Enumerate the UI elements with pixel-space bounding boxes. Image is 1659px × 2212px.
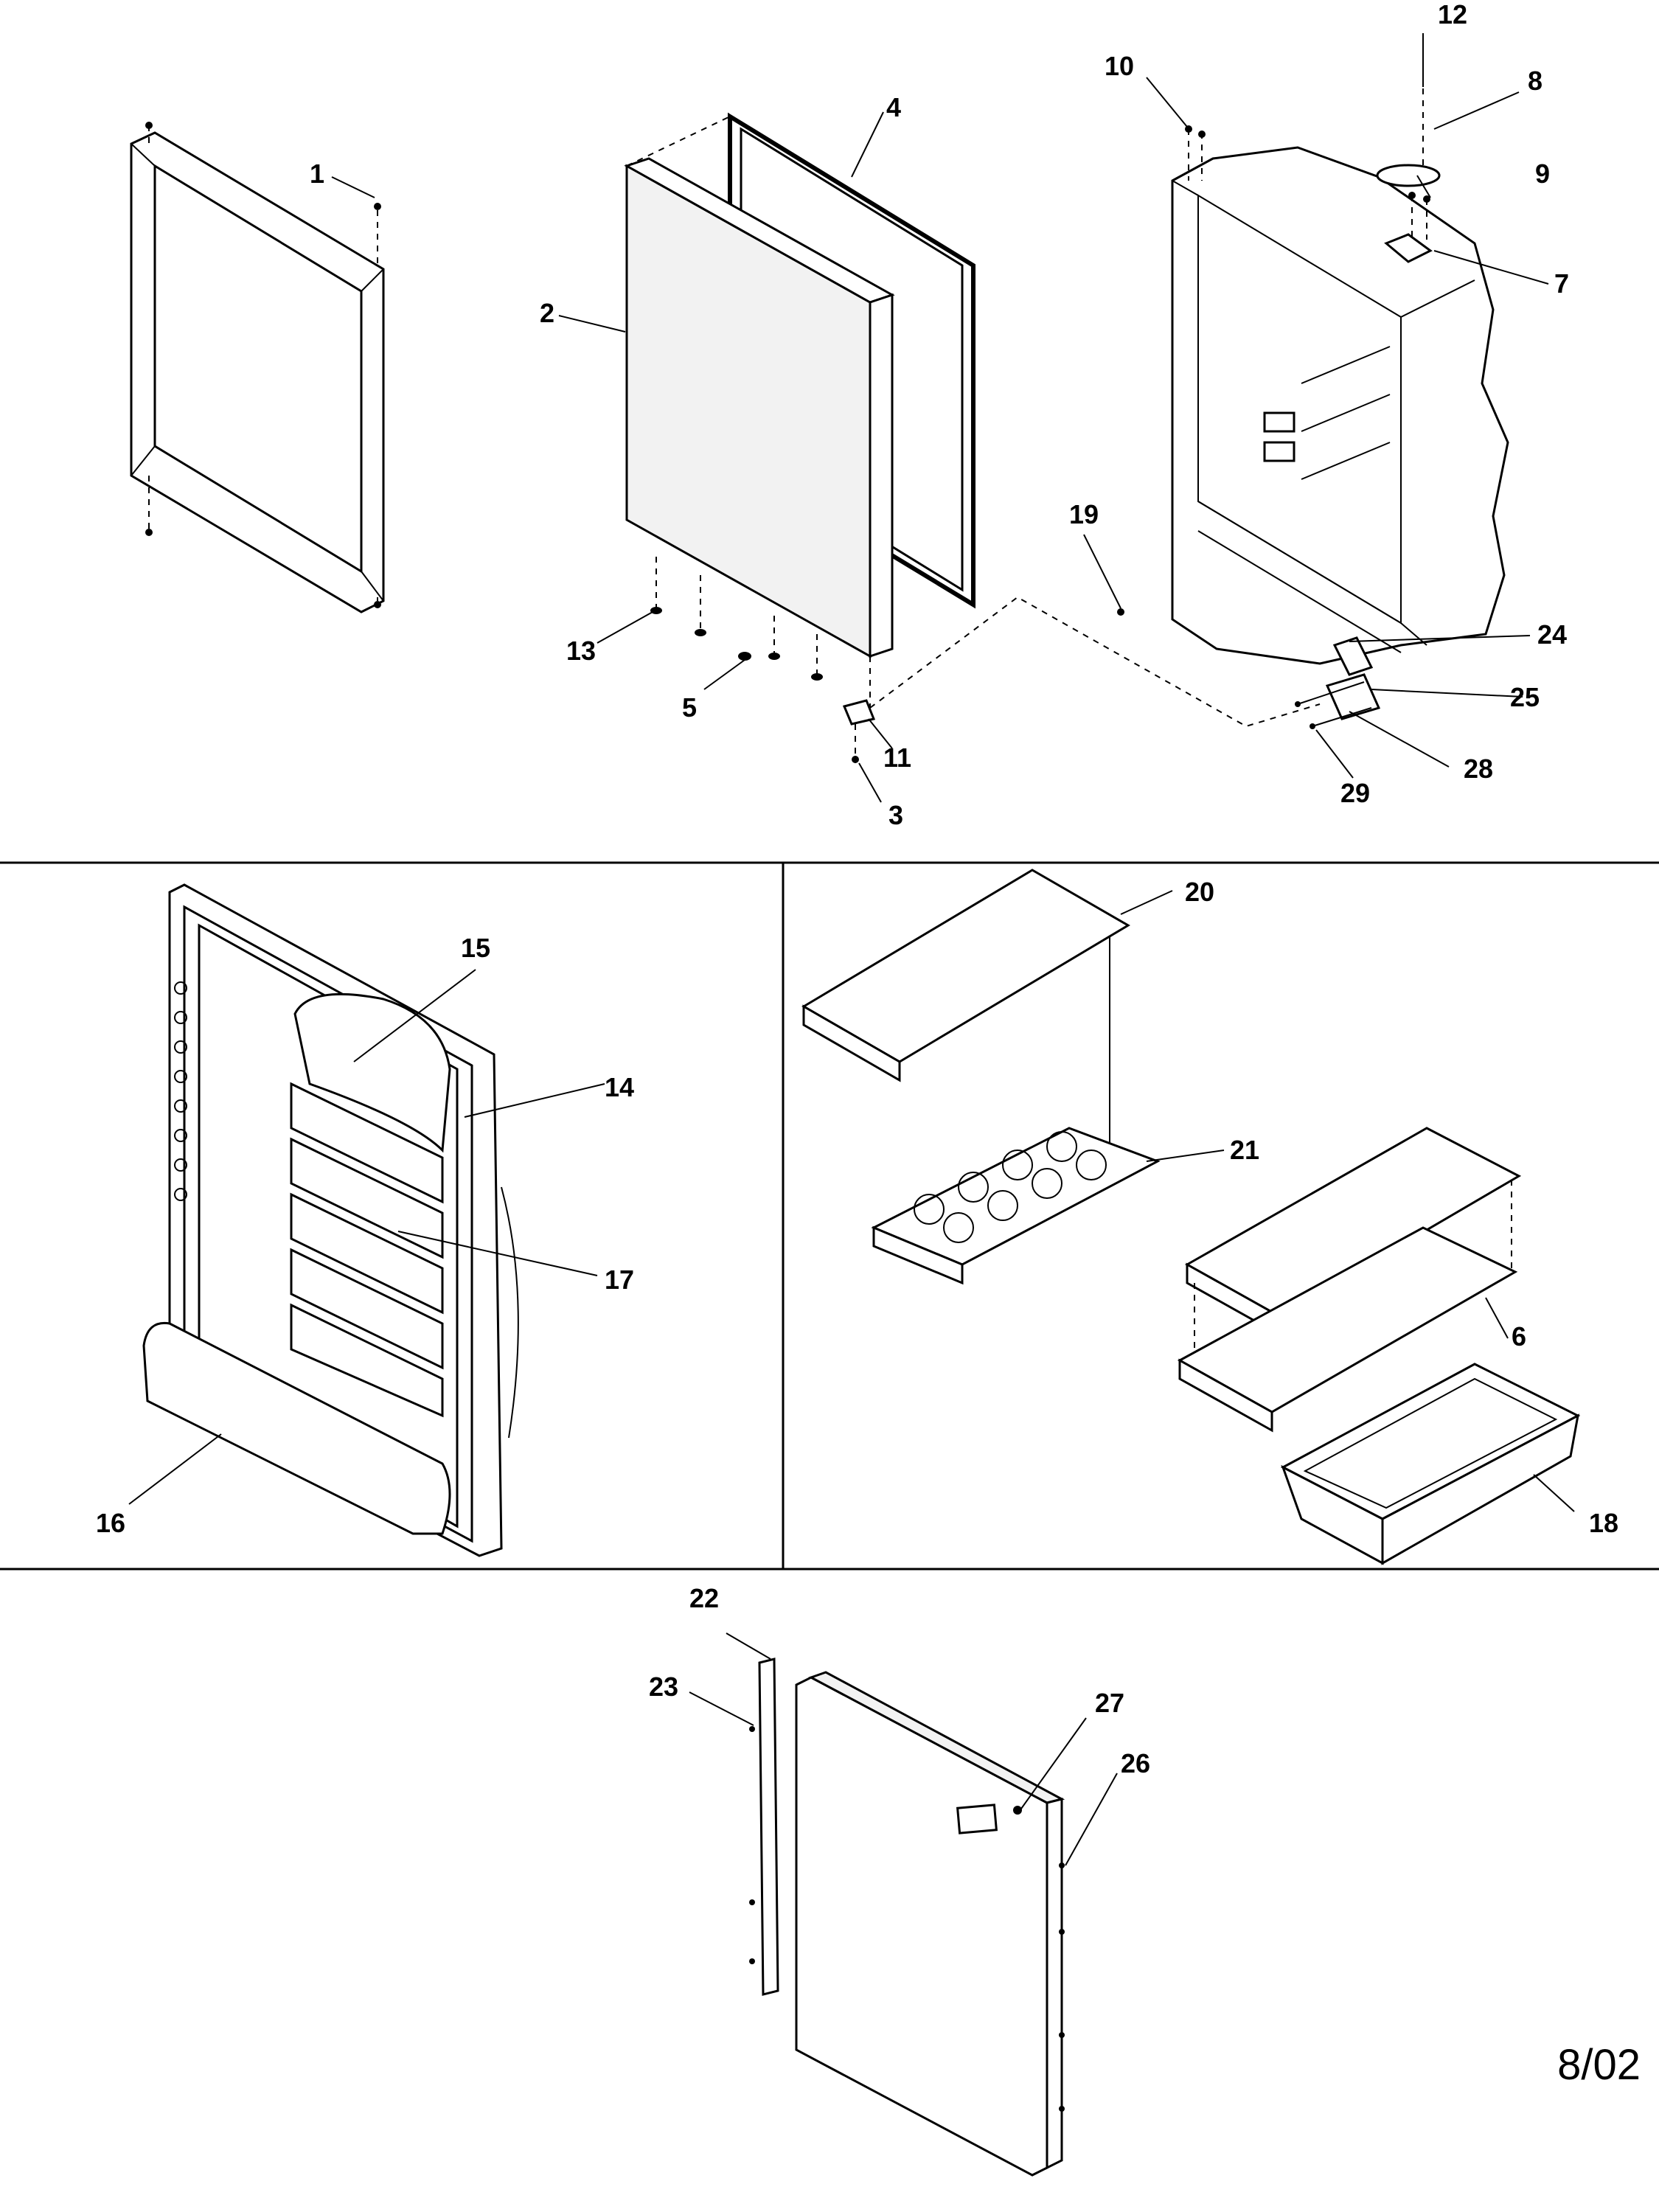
label-23: 23 [649,1672,678,1702]
label-24: 24 [1537,619,1567,650]
label-17: 17 [605,1265,634,1295]
label-9: 9 [1535,159,1550,189]
inner-door-assembly [142,883,519,1557]
label-16: 16 [96,1508,125,1538]
label-1: 1 [310,159,324,189]
label-10: 10 [1105,51,1134,81]
label-2: 2 [540,298,554,328]
label-11: 11 [883,742,911,773]
label-25: 25 [1510,682,1540,712]
label-18: 18 [1589,1508,1618,1538]
label-6: 6 [1512,1321,1526,1352]
label-29: 29 [1340,778,1370,808]
leader-lines [128,33,1575,1866]
outer-door-panel [749,1658,1065,2177]
label-14: 14 [605,1072,634,1102]
door-frame [130,122,385,613]
label-28: 28 [1464,754,1493,784]
label-21: 21 [1230,1135,1259,1165]
label-19: 19 [1069,499,1099,529]
label-3: 3 [888,800,903,830]
part-number-labels: 1 2 3 4 5 6 7 8 9 10 11 12 13 14 15 16 1… [96,0,1618,1778]
label-26: 26 [1121,1748,1150,1778]
cabinet-assembly [1117,88,1509,729]
label-15: 15 [461,933,490,963]
label-13: 13 [566,636,596,666]
door-panel-assembly [624,112,1321,763]
accessories [801,869,1581,1565]
section-dividers [0,861,1659,1571]
date-code: 8/02 [1557,2041,1641,2089]
label-8: 8 [1528,66,1543,96]
label-27: 27 [1095,1688,1124,1718]
label-4: 4 [886,92,901,122]
label-7: 7 [1554,268,1569,299]
label-12: 12 [1438,0,1467,29]
label-22: 22 [689,1583,719,1613]
label-20: 20 [1185,877,1214,907]
label-5: 5 [682,692,697,723]
